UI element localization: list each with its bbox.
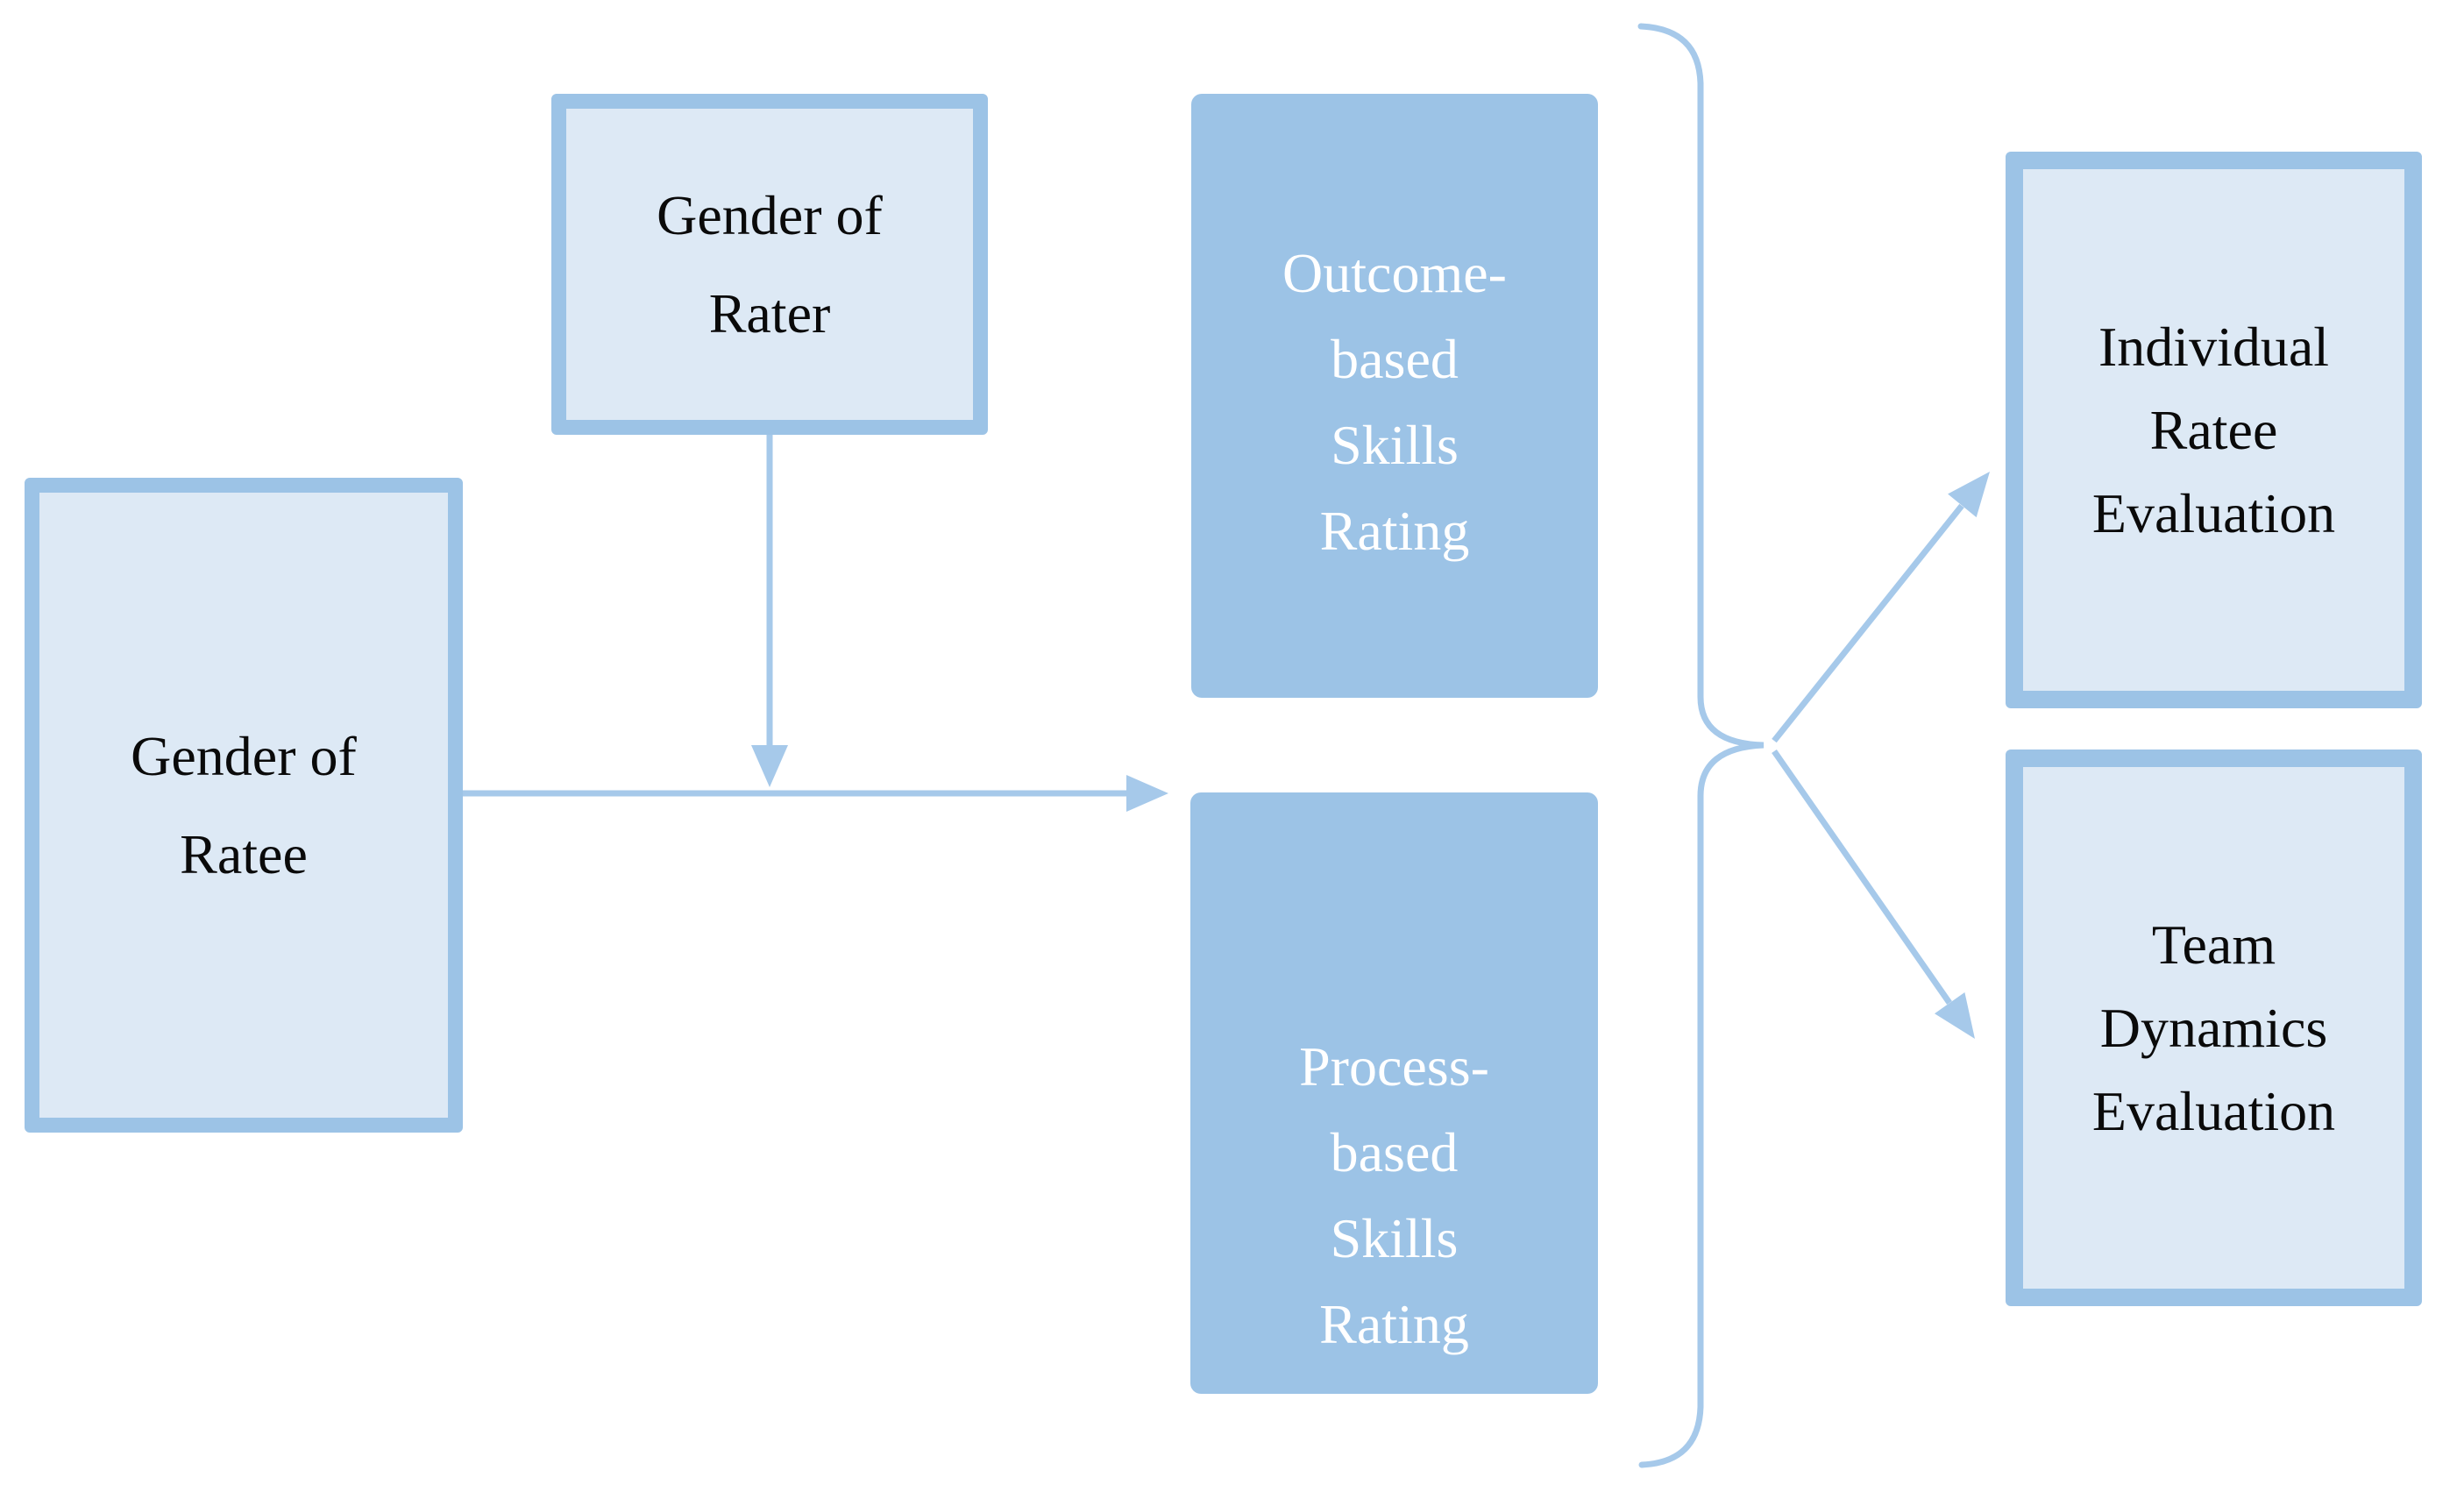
process-based-skills-rating-box: Process- based Skills Rating: [1190, 792, 1598, 1394]
process-label-line4: Rating: [1319, 1293, 1469, 1355]
individual-label-line1: Individual: [2098, 316, 2330, 378]
gender-of-rater-box: Gender of Rater: [551, 94, 988, 435]
team-label-line2: Dynamics: [2099, 997, 2328, 1059]
gender-of-rater-label-line2: Rater: [708, 281, 831, 345]
outcome-label-line1: Outcome-: [1282, 241, 1507, 304]
gender-of-ratee-label-line2: Ratee: [180, 822, 308, 885]
ratings-brace: [1637, 23, 1765, 1468]
individual-label-line2: Ratee: [2149, 399, 2278, 461]
outcome-based-skills-rating-box: Outcome- based Skills Rating: [1191, 94, 1598, 698]
brace-to-individual-arrow: [1772, 472, 1990, 743]
outcome-label-line4: Rating: [1319, 499, 1470, 562]
gender-of-ratee-box: Gender of Ratee: [25, 478, 463, 1133]
team-dynamics-evaluation-box: Team Dynamics Evaluation: [2006, 750, 2422, 1306]
outcome-label-line3: Skills: [1331, 413, 1459, 476]
gender-of-ratee-label-line1: Gender of: [131, 724, 357, 787]
process-label-line1: Process-: [1299, 1035, 1489, 1098]
ratee-to-ratings-arrow: [463, 775, 1168, 812]
team-label-line1: Team: [2151, 913, 2276, 976]
individual-label-line3: Evaluation: [2091, 482, 2336, 544]
rater-moderation-arrow: [751, 435, 788, 787]
gender-of-rater-label-line1: Gender of: [657, 183, 883, 246]
process-label-line2: based: [1330, 1121, 1459, 1183]
brace-to-team-arrow: [1772, 749, 1975, 1039]
team-label-line3: Evaluation: [2091, 1080, 2336, 1142]
process-label-line3: Skills: [1330, 1207, 1459, 1269]
outcome-label-line2: based: [1331, 327, 1459, 390]
individual-ratee-evaluation-box: Individual Ratee Evaluation: [2006, 152, 2422, 708]
